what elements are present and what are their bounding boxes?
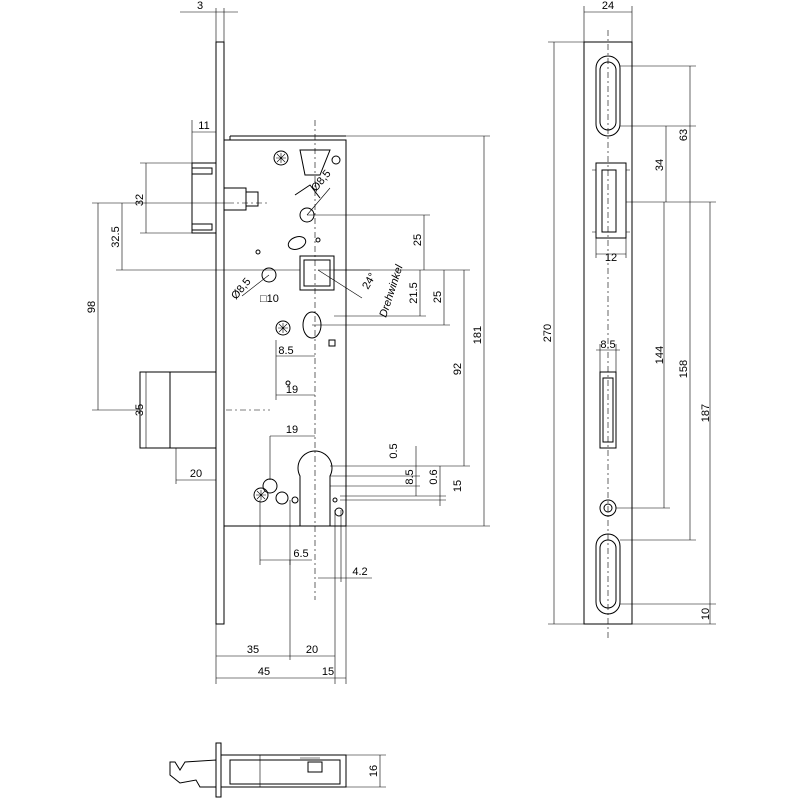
lock-body-view: [139, 41, 347, 625]
dim-32: 32: [134, 194, 146, 206]
strike-plate-view: [583, 30, 633, 640]
dim-158: 158: [678, 360, 690, 378]
screw-icon: [275, 320, 291, 336]
deadbolt: [139, 371, 217, 449]
dim-19-a: 19: [286, 384, 298, 396]
dim-11: 11: [198, 120, 209, 132]
dim-0-6: 0.6: [428, 469, 440, 484]
cylinder-cutout: [297, 450, 333, 527]
dim-25-b: 25: [432, 291, 444, 303]
dim-15-right: 15: [452, 480, 464, 492]
lock-case: [223, 139, 347, 527]
screw-icon: [273, 150, 289, 166]
label-drehwinkel: Drehwinkel: [377, 263, 405, 319]
dim-4-2: 4.2: [352, 566, 367, 578]
dim-20-left: 20: [190, 468, 202, 480]
dim-8-5-d: 8.5: [404, 469, 416, 484]
dim-92: 92: [452, 363, 464, 375]
dim-35-bottom: 35: [247, 644, 259, 656]
dim-35-left: 35: [134, 404, 146, 416]
dim-187: 187: [700, 404, 712, 422]
dim-dia-8-5-top: Ø8,5: [309, 168, 334, 194]
latch-bolt: [191, 162, 217, 234]
dim-25-a: 25: [412, 234, 424, 246]
dim-24: 24: [602, 0, 614, 12]
dim-144: 144: [654, 346, 666, 364]
dim-20-bottom: 20: [306, 644, 318, 656]
dim-8-5-e: 8.5: [600, 339, 615, 351]
side-view: [169, 742, 386, 798]
faceplate: [215, 41, 225, 625]
dim-34: 34: [654, 159, 666, 171]
dim-6-5: 6.5: [293, 548, 308, 560]
dim-19-b: 19: [286, 424, 298, 436]
dim-10: 10: [700, 608, 712, 620]
hole-mid: [261, 267, 277, 283]
dim-270: 270: [542, 324, 554, 342]
dim-angle-24: 24°: [360, 271, 379, 291]
dim-181: 181: [472, 326, 484, 344]
dim-square-10: □10: [260, 293, 279, 305]
dim-dia-8-5-mid: Ø8,5: [229, 276, 254, 302]
dim-21-5: 21.5: [408, 282, 420, 303]
dim-45: 45: [258, 666, 270, 678]
side-faceplate: [215, 742, 222, 798]
dim-0-5: 0.5: [388, 443, 400, 458]
strike-plate-dimensions: [548, 6, 716, 625]
slot-top: [595, 55, 621, 137]
dimension-lines-left: [92, 8, 372, 684]
torx-screw-icon: [253, 487, 269, 503]
dim-63: 63: [678, 129, 690, 141]
dim-3: 3: [197, 0, 203, 12]
side-latch: [169, 759, 217, 788]
dimension-lines-right: [241, 135, 490, 527]
follower-square: [299, 255, 335, 291]
dim-15-bottom: 15: [322, 666, 334, 678]
dim-16: 16: [368, 765, 380, 777]
dim-12: 12: [605, 252, 617, 264]
side-case: [220, 754, 347, 788]
dim-8-5-c: 8.5: [278, 345, 293, 357]
latch-opening: [595, 162, 627, 239]
dim-98: 98: [86, 301, 98, 313]
dim-32-5: 32.5: [110, 226, 122, 247]
